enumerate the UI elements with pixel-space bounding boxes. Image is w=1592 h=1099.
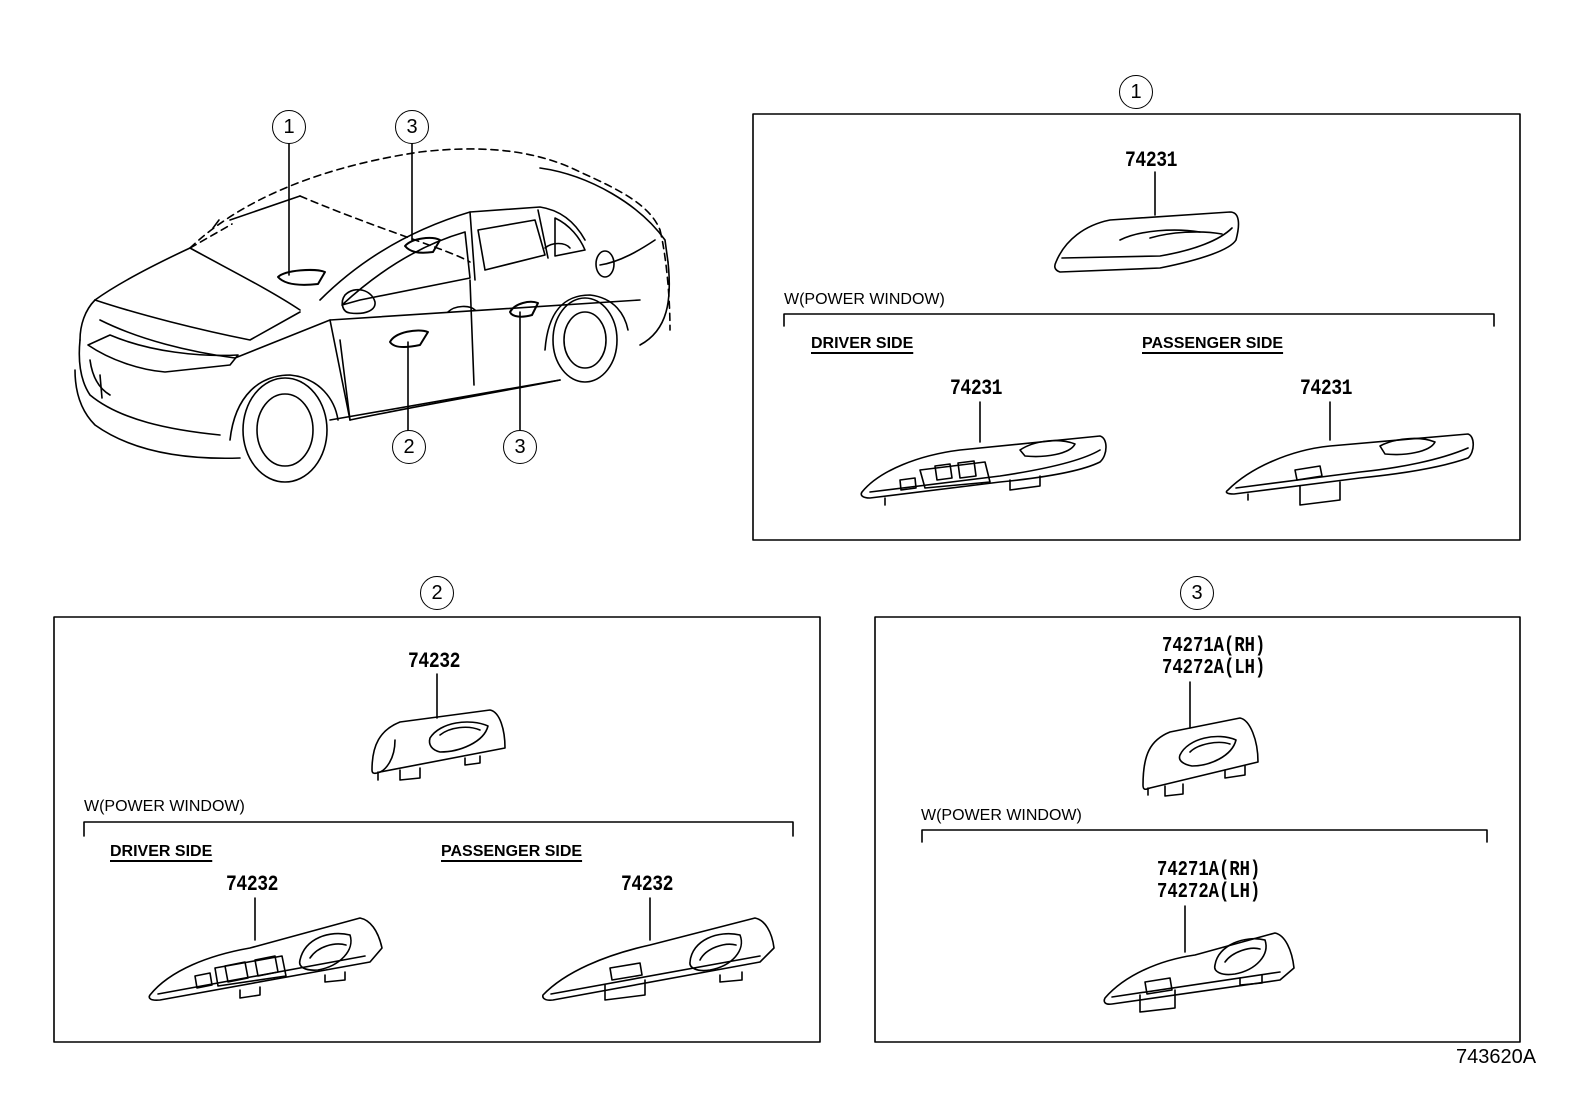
part-number-label: 74271A(RH) [1162, 635, 1266, 658]
condition-bracket [921, 829, 1488, 843]
car-illustration [74, 148, 671, 483]
part-74231-plain-drawing [1054, 171, 1240, 273]
part-74232-passenger-drawing [542, 897, 775, 1001]
part-number-label: 74231 [1125, 148, 1178, 173]
condition-label: W(POWER WINDOW) [921, 807, 1082, 824]
callout-panel-2: 2 [420, 576, 454, 610]
part-number-label: 74232 [408, 649, 461, 674]
condition-label: W(POWER WINDOW) [84, 798, 245, 815]
part-number-label: 74272A(LH) [1157, 881, 1261, 904]
part-74271A-window-drawing [1103, 905, 1295, 1013]
part-number-label: 74272A(LH) [1162, 657, 1266, 680]
callout-panel-1: 1 [1119, 75, 1153, 109]
callout-panel-3: 3 [1180, 576, 1214, 610]
part-number-label: 74271A(RH) [1157, 859, 1261, 882]
part-74271A-plain-drawing [1142, 681, 1259, 797]
passenger-side-label: PASSENGER SIDE [441, 843, 583, 860]
part-74231-driver-drawing [860, 401, 1107, 506]
part-number-label: 74231 [950, 376, 1003, 401]
part-number-label: 74232 [226, 872, 279, 897]
passenger-side-label: PASSENGER SIDE [1142, 335, 1284, 352]
condition-bracket [83, 821, 794, 837]
part-74231-passenger-drawing [1225, 401, 1475, 506]
driver-side-label: DRIVER SIDE [811, 335, 914, 352]
callout-3-car-top: 3 [395, 110, 429, 144]
driver-side-label: DRIVER SIDE [110, 843, 213, 860]
part-74232-plain-drawing [371, 673, 506, 781]
condition-label: W(POWER WINDOW) [784, 291, 945, 308]
part-number-label: 74232 [621, 872, 674, 897]
callout-1-car: 1 [272, 110, 306, 144]
part-74232-driver-drawing [148, 897, 383, 1001]
panel3-frame [874, 616, 1521, 1043]
part-number-label: 74231 [1300, 376, 1353, 401]
condition-bracket [783, 313, 1495, 327]
panel1-frame [752, 113, 1521, 541]
figure-code: 743620A [1456, 1046, 1537, 1068]
callout-3-car-bottom: 3 [503, 430, 537, 464]
callout-2-car: 2 [392, 430, 426, 464]
panel2-frame [53, 616, 821, 1043]
